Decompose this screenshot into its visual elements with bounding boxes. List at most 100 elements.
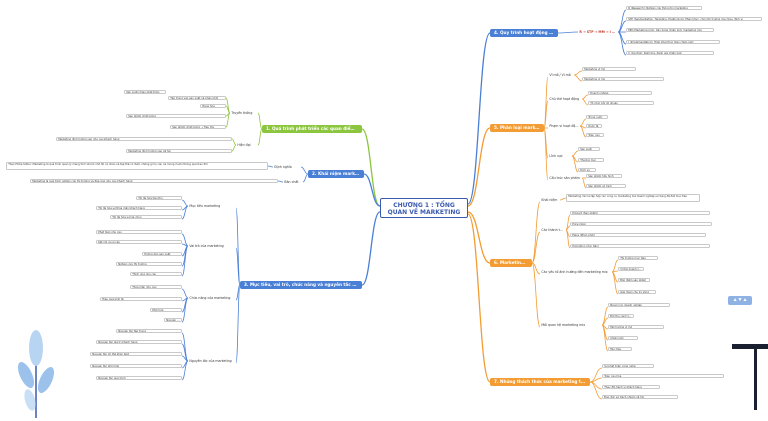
branch-5-sub[interactable]: Phạm vi hoạt động — [549, 124, 580, 128]
branch-7-item[interactable]: Sự phát triển công nghệ — [602, 364, 654, 369]
branch-7-item[interactable]: Toàn cầu hóa — [602, 374, 724, 379]
branch-3-item[interactable]: Phối hợp — [150, 308, 182, 313]
branch-5-item[interactable]: Marketing vi mô — [582, 77, 664, 82]
branch-3-item[interactable]: Nguyên tắc quá trình — [96, 376, 182, 381]
connector-line — [565, 225, 571, 231]
branch-6-item[interactable]: Đối thủ cạnh tranh — [608, 314, 634, 319]
branch-1-item[interactable]: Marketing định hướng vào xã hội — [126, 149, 232, 154]
branch-5-item[interactable]: Doanh nghiệp — [588, 91, 652, 96]
branch-3-item[interactable]: Nguyên tắc lợi thế khác biệt — [90, 352, 182, 357]
connector-line — [467, 213, 491, 383]
connector-line — [571, 150, 579, 157]
branch-2-nature[interactable]: Marketing là quá trình nghiên cứu thị tr… — [30, 179, 278, 184]
branch-5-sub[interactable]: Lĩnh vực — [549, 154, 563, 158]
branch-6-item[interactable]: Chiến lược — [608, 336, 638, 341]
branch-6-sub-factors[interactable]: Các yếu tố ảnh hưởng đến marketing mix — [541, 270, 608, 274]
branch-6-sub-relation[interactable]: Mối quan hệ marketing mix — [541, 323, 586, 327]
branch-5-item[interactable]: Thương mại — [578, 158, 604, 163]
branch-6-title[interactable]: 6. Marketing mix — [490, 259, 532, 267]
branch-6-item[interactable]: Môi trường vĩ mô — [608, 325, 664, 330]
branch-7-item[interactable]: Thay đổi hành vi khách hàng — [602, 385, 660, 390]
branch-3-sub-chuc-nang[interactable]: Chức năng của marketing — [189, 296, 231, 300]
branch-6-sub-4ps[interactable]: Các thành tố 4Ps — [541, 228, 566, 232]
branch-6-item[interactable]: Vị thế doanh nghiệp — [618, 267, 644, 272]
branch-3-sub-muc-tieu[interactable]: Mục tiêu marketing — [189, 204, 221, 208]
branch-5-item[interactable]: Quốc tế — [586, 124, 602, 129]
connector-line — [531, 231, 541, 264]
connector-line — [277, 180, 284, 183]
branch-4-item[interactable]: C (Control): Kiểm tra, đánh giá chiến lư… — [626, 51, 714, 56]
branch-6-sub-khai-niem[interactable]: Khái niệm — [541, 198, 558, 202]
connector-line — [543, 100, 549, 129]
branch-4-title[interactable]: 4. Quy trình hoạt động của marketing — [490, 29, 558, 37]
branch-1-sub-truyen-thong[interactable]: Truyền thống — [231, 111, 253, 115]
branch-1-item[interactable]: Sản phẩm chất lượng → Tiêu thụ — [170, 125, 226, 130]
branch-5-item[interactable]: Sản phẩm vô hình — [586, 184, 626, 189]
branch-1-item[interactable]: Tập trung vào sản xuất và phân phối — [168, 96, 226, 101]
branch-5-sub[interactable]: Cấu trúc sản phẩm — [549, 176, 580, 180]
branch-1-item[interactable]: Hàng hóa — [200, 104, 226, 109]
branch-5-item[interactable]: Tổ chức phi lợi nhuận — [588, 101, 654, 106]
branch-7-title[interactable]: 7. Những thách thức của marketing trong … — [490, 378, 590, 386]
branch-5-item[interactable]: Trong nước — [586, 115, 608, 120]
branch-4-item[interactable]: R (Research): Nghiên cứu thông tin marke… — [626, 6, 702, 11]
branch-2-sub-dinh-nghia[interactable]: Định nghĩa — [274, 165, 292, 169]
branch-3-item[interactable]: Thỏa mãn nhu cầu — [130, 285, 182, 290]
branch-2-definition[interactable]: Theo Philip Kotler: Marketing là quá trì… — [6, 162, 268, 170]
branch-3-item[interactable]: Tối đa hóa sự lựa chọn — [110, 215, 182, 220]
branch-3-sub-nguyen-tac[interactable]: Nguyên tắc của marketing — [189, 359, 232, 363]
branch-4-sub-process[interactable]: R → STP → MM → I → C — [579, 30, 618, 34]
branch-2-title[interactable]: 2. Khái niệm marketing — [308, 170, 364, 178]
branch-4-item[interactable]: I (Implementation): Triển khai thực hiện… — [626, 40, 720, 45]
branch-6-item[interactable]: Price (Giá) — [570, 222, 712, 227]
branch-3-item[interactable]: Tối đa hóa tiêu thụ — [136, 196, 182, 201]
branch-5-sub[interactable]: Chủ thể hoạt động — [549, 97, 580, 101]
branch-3-item[interactable]: Nghiên cứu thị trường — [116, 262, 182, 267]
connector-line — [181, 205, 189, 220]
branch-1-item[interactable]: Sản xuất nhiều phát triển — [124, 90, 166, 95]
branch-3-item[interactable]: Thích ứng nhu cầu — [130, 272, 182, 277]
branch-3-item[interactable]: Hướng dẫn sản xuất — [142, 252, 182, 257]
zoom-controls[interactable]: ▲▼▲ — [728, 296, 752, 305]
branch-6-item[interactable]: Promotion (Xúc tiến) — [570, 244, 710, 249]
connector-line — [543, 127, 549, 181]
branch-3-item[interactable]: Nguyên tắc chọn lọc — [164, 318, 182, 323]
branch-6-item[interactable]: Thị trường mục tiêu — [618, 256, 658, 261]
branch-3-item[interactable]: Kết nối cung cầu — [96, 240, 182, 245]
branch-2-sub-ban-chat[interactable]: Bản chất — [284, 180, 299, 184]
branch-5-item[interactable]: Sản phẩm hữu hình — [586, 174, 622, 179]
branch-5-item[interactable]: Sản xuất — [578, 147, 600, 152]
branch-5-title[interactable]: 5. Phân loại marketing — [490, 124, 544, 132]
branch-5-item[interactable]: Dịch vụ — [578, 168, 596, 173]
branch-1-item[interactable]: Marketing định hướng vào nhu cầu khách h… — [56, 137, 232, 142]
branch-4-item[interactable]: STP (Segmentation, Targeting, Positionin… — [626, 17, 762, 22]
branch-5-sub[interactable]: Vĩ mô / Vi mô — [549, 73, 571, 77]
connector-line — [467, 127, 491, 207]
branch-3-item[interactable]: Nguyên tắc giá trị khách hàng — [96, 340, 182, 345]
central-topic[interactable]: CHƯƠNG 1 : TỔNG QUAN VỀ MARKETING — [380, 198, 468, 218]
branch-3-sub-vai-tro[interactable]: Vai trò của marketing — [189, 244, 224, 248]
branch-1-title[interactable]: 1. Quá trình phát triển các quan điểm ma… — [262, 125, 362, 133]
branch-3-item[interactable]: Tối đa hóa sự thỏa mãn khách hàng — [96, 206, 182, 211]
connector-line — [235, 247, 241, 286]
branch-3-title[interactable]: 3. Mục tiêu, vai trò, chức năng và nguyê… — [240, 281, 362, 289]
branch-6-item[interactable]: Giai đoạn chu kỳ sống — [618, 290, 656, 295]
branch-5-item[interactable]: Toàn cầu — [586, 133, 604, 138]
branch-6-item[interactable]: Place (Phân phối) — [570, 233, 706, 238]
branch-6-item[interactable]: Nguồn lực doanh nghiệp — [608, 303, 670, 308]
branch-1-item[interactable]: Sản phẩm chất lượng — [126, 114, 226, 119]
branch-3-item[interactable]: Hiệu quả kinh tế — [100, 297, 182, 302]
branch-3-item[interactable]: Nguyên tắc tập trung — [116, 329, 182, 334]
branch-3-item[interactable]: Nguyên tắc phối hợp — [90, 364, 182, 369]
connector-line — [611, 271, 619, 295]
branch-7-item[interactable]: Đạo đức và trách nhiệm xã hội — [602, 395, 678, 400]
branch-1-sub-hien-dai[interactable]: Hiện đại — [237, 143, 251, 147]
branch-3-item[interactable]: Phát hiện nhu cầu — [96, 230, 182, 235]
branch-6-item[interactable]: Đặc điểm sản phẩm — [618, 278, 650, 283]
branch-6-item[interactable]: Product (Sản phẩm) — [570, 211, 710, 216]
branch-6-item[interactable]: Mục tiêu — [608, 347, 632, 352]
connector-line — [531, 262, 541, 275]
branch-6-definition[interactable]: Marketing mix là tập hợp các công cụ mar… — [566, 194, 700, 202]
branch-4-item[interactable]: MM (Marketing-mix): Xây dựng chiến lược … — [626, 28, 714, 33]
branch-5-item[interactable]: Marketing vĩ mô — [582, 67, 636, 72]
